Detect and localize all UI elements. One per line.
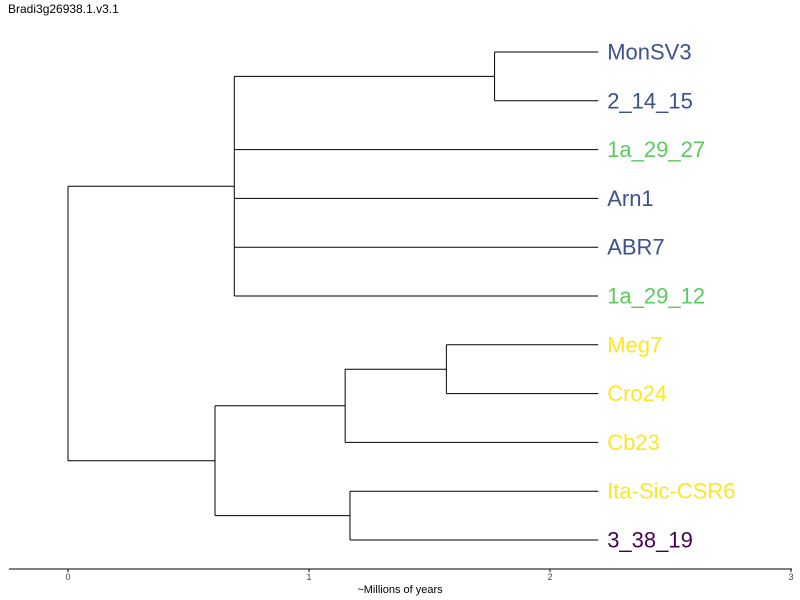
leaf-label: Cro24 xyxy=(607,381,667,406)
axis-ticks: 0 1 2 3 xyxy=(65,569,794,582)
leaf-label: Meg7 xyxy=(607,332,662,357)
leaf-label: 3_38_19 xyxy=(607,528,693,553)
leaf-label: MonSV3 xyxy=(607,40,691,65)
tree-title: Bradi3g26938.1.v3.1 xyxy=(8,2,119,16)
axis-tick-label: 0 xyxy=(65,572,70,582)
leaf-label: 1a_29_27 xyxy=(607,137,705,162)
leaf-label: 2_14_15 xyxy=(607,88,693,113)
leaf-label: 1a_29_12 xyxy=(607,284,705,309)
leaf-label: Arn1 xyxy=(607,186,653,211)
axis-tick-label: 2 xyxy=(547,572,552,582)
leaf-label: ABR7 xyxy=(607,235,664,260)
time-axis: 0 1 2 3 ~Millions of years xyxy=(9,568,794,596)
tree-branches xyxy=(67,51,599,541)
axis-tick-label: 3 xyxy=(788,572,793,582)
leaf-label: Ita-Sic-CSR6 xyxy=(607,479,735,504)
axis-tick-label: 1 xyxy=(306,572,311,582)
leaf-label: Cb23 xyxy=(607,430,660,455)
axis-title: ~Millions of years xyxy=(357,584,443,596)
